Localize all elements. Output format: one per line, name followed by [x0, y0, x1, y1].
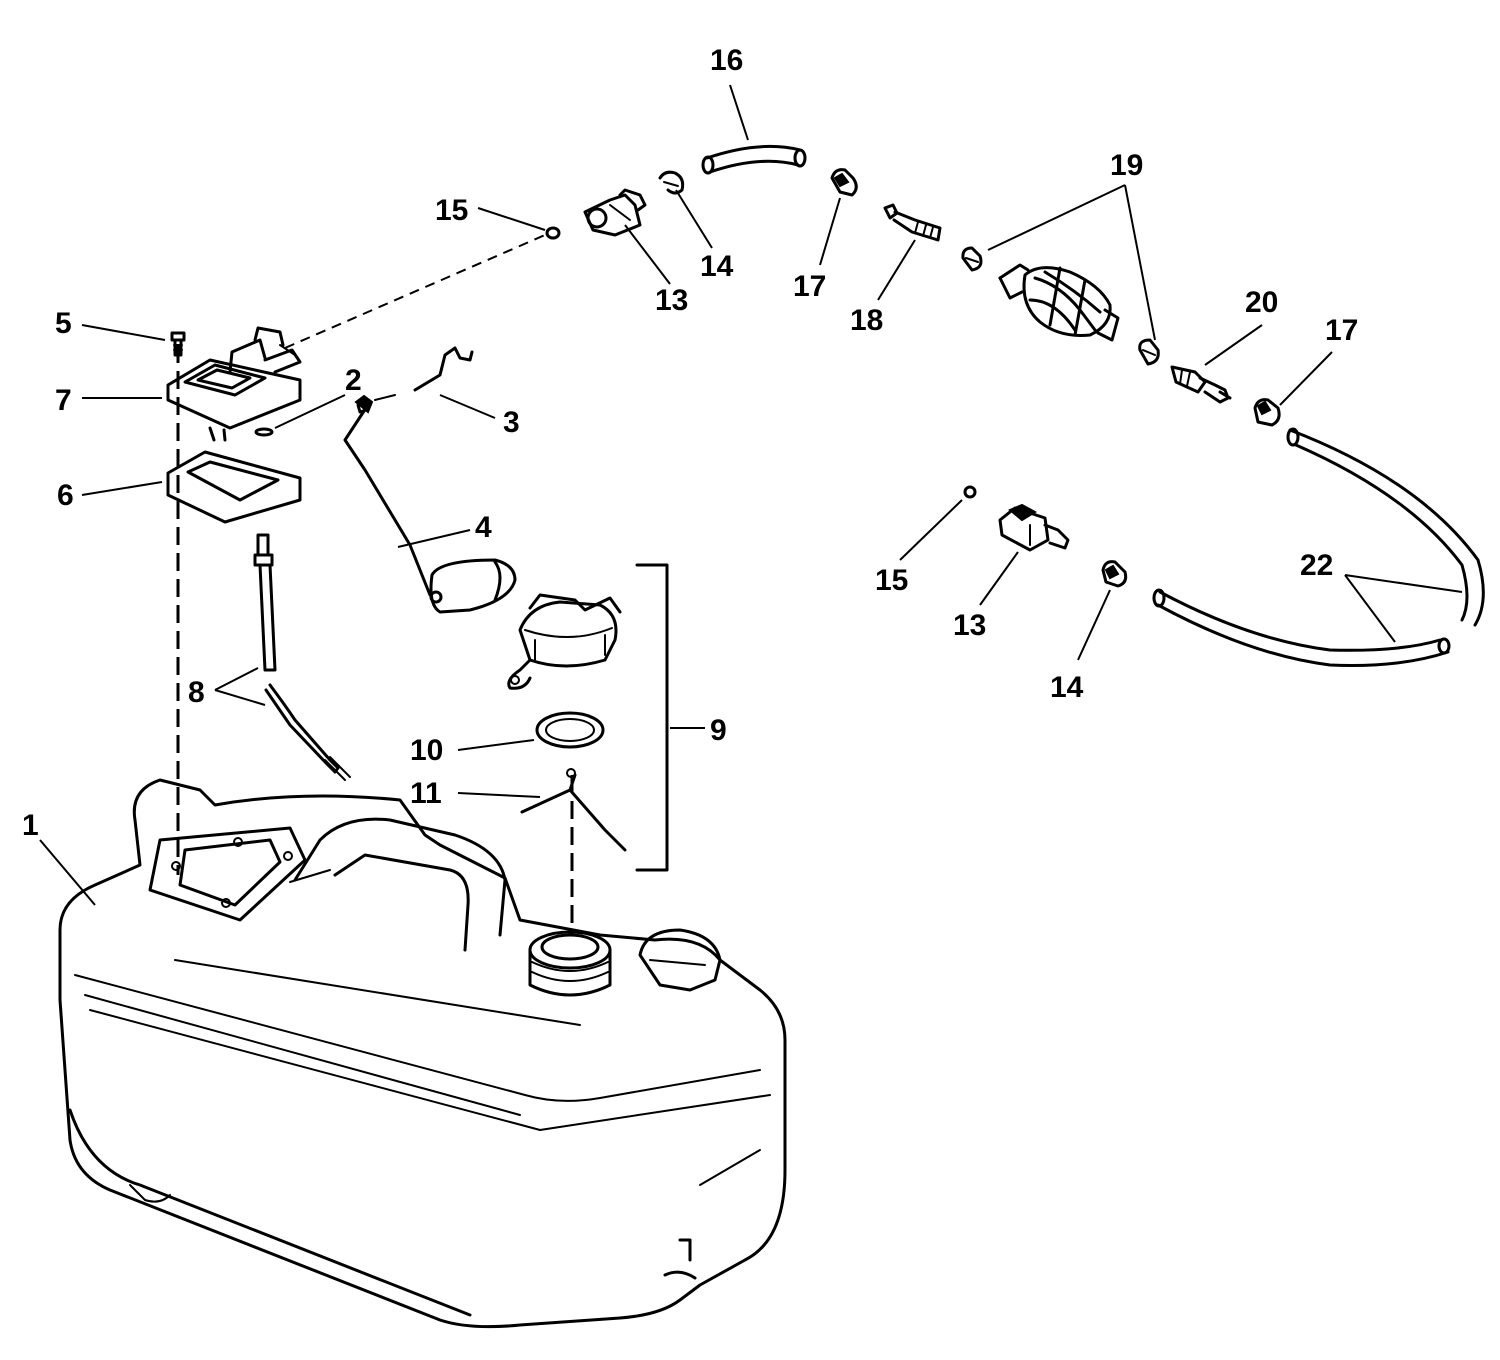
callout-18: 18	[850, 304, 883, 337]
fuel-hose-22	[1152, 427, 1485, 667]
fuel-gauge-sender-7	[166, 326, 302, 442]
callout-3: 3	[503, 406, 520, 439]
callout-16: 16	[710, 44, 743, 77]
filler-cap-9	[507, 563, 669, 872]
callout-8: 8	[188, 676, 205, 709]
callout-15-upper: 15	[435, 194, 468, 227]
leader-lines	[39, 84, 1463, 906]
callout-labels: 1 2 3 4 5 6 7 8 9 10 11 13 14 15 16 17 1…	[22, 44, 1358, 842]
pin-3	[413, 346, 474, 392]
callout-14-lower: 14	[1050, 671, 1084, 704]
callout-10: 10	[410, 734, 443, 767]
fitting-18	[883, 203, 942, 242]
fitting-20	[1170, 365, 1232, 404]
o-ring-15-upper	[545, 226, 561, 240]
o-ring-15-lower	[963, 485, 977, 499]
clip-14-upper	[658, 170, 685, 195]
callout-2: 2	[345, 364, 362, 397]
callout-17-upper: 17	[793, 270, 826, 303]
cap-gasket-10	[535, 711, 605, 749]
hose-16	[701, 144, 807, 175]
callout-1: 1	[22, 809, 39, 842]
callout-9: 9	[710, 714, 727, 747]
clamp-17-lower	[1253, 398, 1281, 427]
screw-5	[170, 331, 186, 357]
assembly-line-connector	[284, 234, 546, 349]
callout-13-upper: 13	[655, 284, 688, 317]
gasket-6	[166, 450, 302, 524]
callout-5: 5	[55, 307, 72, 340]
callout-6: 6	[57, 479, 74, 512]
callout-11: 11	[410, 777, 442, 810]
primer-bulb-assembly	[961, 246, 1160, 366]
connector-13-upper	[583, 188, 647, 237]
callout-13-lower: 13	[953, 609, 986, 642]
callout-7: 7	[55, 384, 72, 417]
clamp-17-upper	[830, 168, 858, 197]
o-ring-2	[254, 427, 274, 437]
callout-20: 20	[1245, 286, 1278, 319]
callout-17-lower: 17	[1325, 314, 1358, 347]
pickup-tube-8	[253, 533, 351, 781]
float-arm-4	[343, 394, 517, 614]
tether-11	[520, 768, 627, 852]
callout-15-lower: 15	[875, 564, 908, 597]
fuel-tank	[58, 778, 787, 1329]
callout-14-upper: 14	[700, 250, 734, 283]
connector-13-lower	[998, 503, 1070, 552]
clip-14-lower	[1101, 560, 1128, 588]
callout-22: 22	[1300, 549, 1333, 582]
callout-19: 19	[1110, 149, 1143, 182]
callout-4: 4	[475, 511, 492, 544]
